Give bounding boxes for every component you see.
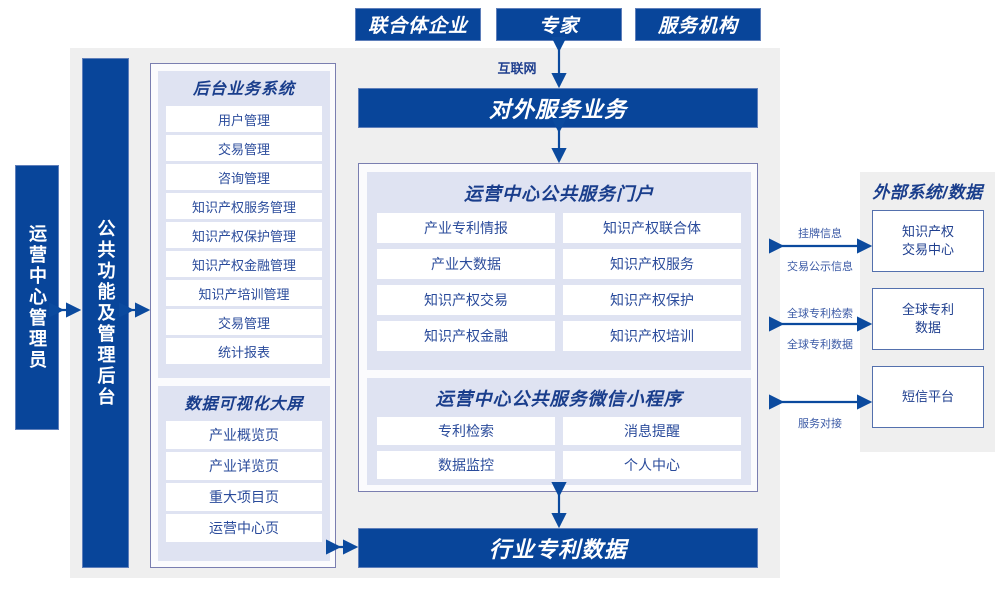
- external-service-label: 对外服务业务: [488, 97, 627, 122]
- list-item[interactable]: 交易管理: [166, 135, 322, 161]
- list-item[interactable]: 产业详览页: [166, 452, 322, 480]
- internet-edge-label: 互联网: [497, 61, 537, 76]
- external-system-label: 全球专利 数据: [902, 301, 954, 336]
- actor-box-service-agency[interactable]: 服务机构: [635, 8, 761, 41]
- grid-item[interactable]: 知识产权保护: [563, 285, 741, 315]
- grid-item[interactable]: 数据监控: [377, 451, 555, 479]
- grid-item[interactable]: 知识产权金融: [377, 321, 555, 351]
- edge-label-trade-public-info: 交易公示信息: [787, 261, 853, 273]
- visualization-panel-title: 数据可视化大屏: [184, 396, 304, 413]
- grid-item[interactable]: 专利检索: [377, 417, 555, 445]
- list-item[interactable]: 产业概览页: [166, 421, 322, 449]
- center-group-frame: 运营中心公共服务门户 产业专利情报知识产权联合体产业大数据知识产权服务知识产权交…: [358, 163, 758, 492]
- bottom-bar-label: 行业专利数据: [488, 537, 627, 562]
- label-line-1: 知识产权: [901, 224, 954, 240]
- grid-item[interactable]: 消息提醒: [563, 417, 741, 445]
- actor-label: 联合体企业: [367, 16, 468, 37]
- external-service-bar[interactable]: 对外服务业务: [358, 88, 758, 128]
- backend-panel-title: 后台业务系统: [192, 81, 295, 98]
- actor-box-expert[interactable]: 专家: [496, 8, 622, 41]
- wechat-miniprogram-panel: 运营中心公共服务微信小程序 专利检索消息提醒数据监控个人中心: [367, 378, 751, 485]
- list-item[interactable]: 运营中心页: [166, 514, 322, 542]
- grid-item[interactable]: 知识产权培训: [563, 321, 741, 351]
- actor-label: 专家: [538, 16, 579, 37]
- list-item[interactable]: 统计报表: [166, 338, 322, 364]
- data-visualization-panel: 数据可视化大屏 产业概览页产业详览页重大项目页运营中心页: [158, 386, 330, 561]
- list-item[interactable]: 用户管理: [166, 106, 322, 132]
- edge-label-listing-info: 挂牌信息: [798, 228, 842, 240]
- grid-item[interactable]: 个人中心: [563, 451, 741, 479]
- list-item[interactable]: 咨询管理: [166, 164, 322, 190]
- miniprogram-panel-title: 运营中心公共服务微信小程序: [435, 389, 683, 409]
- label-line-2: 数据: [914, 320, 941, 335]
- external-system-global-patent-data[interactable]: 全球专利 数据: [872, 288, 984, 350]
- role-bar-common-function-backend[interactable]: 公共功能及管理后台: [82, 58, 129, 568]
- actor-box-alliance-enterprise[interactable]: 联合体企业: [355, 8, 481, 41]
- external-system-ip-trading-center[interactable]: 知识产权 交易中心: [872, 210, 984, 272]
- label-line-1: 全球专利: [901, 302, 954, 318]
- external-system-label: 知识产权 交易中心: [902, 223, 954, 258]
- grid-item[interactable]: 产业专利情报: [377, 213, 555, 243]
- grid-item[interactable]: 知识产权服务: [563, 249, 741, 279]
- backend-business-system-panel: 后台业务系统 用户管理交易管理咨询管理知识产权服务管理知识产权保护管理知识产权金…: [158, 71, 330, 378]
- actor-label: 服务机构: [657, 16, 738, 37]
- list-item[interactable]: 知识产权服务管理: [166, 193, 322, 219]
- grid-item[interactable]: 知识产权交易: [377, 285, 555, 315]
- list-item[interactable]: 交易管理: [166, 309, 322, 335]
- external-system-label: 短信平台: [901, 389, 954, 405]
- role-label: 公共功能及管理后台: [95, 218, 116, 408]
- grid-item[interactable]: 知识产权联合体: [563, 213, 741, 243]
- backend-item-list: 用户管理交易管理咨询管理知识产权服务管理知识产权保护管理知识产权金融管理知识产培…: [166, 106, 322, 364]
- edge-label-service-docking: 服务对接: [798, 418, 842, 430]
- backend-group-frame: 后台业务系统 用户管理交易管理咨询管理知识产权服务管理知识产权保护管理知识产权金…: [150, 63, 336, 568]
- visualization-item-list: 产业概览页产业详览页重大项目页运营中心页: [166, 421, 322, 542]
- list-item[interactable]: 知识产权保护管理: [166, 222, 322, 248]
- role-label: 运营中心管理员: [27, 224, 47, 371]
- edge-label-global-patent-data: 全球专利数据: [787, 339, 853, 351]
- list-item[interactable]: 知识产权金融管理: [166, 251, 322, 277]
- external-system-sms-platform[interactable]: 短信平台: [872, 366, 984, 428]
- list-item[interactable]: 重大项目页: [166, 483, 322, 511]
- industry-patent-data-bar[interactable]: 行业专利数据: [358, 528, 758, 568]
- label-line-2: 交易中心: [901, 242, 954, 257]
- external-panel-title: 外部系统/数据: [872, 183, 983, 202]
- portal-panel-title: 运营中心公共服务门户: [464, 184, 654, 204]
- edge-label-global-patent-search: 全球专利检索: [787, 308, 853, 320]
- list-item[interactable]: 知识产培训管理: [166, 280, 322, 306]
- public-service-portal-panel: 运营中心公共服务门户 产业专利情报知识产权联合体产业大数据知识产权服务知识产权交…: [367, 172, 751, 370]
- role-bar-operation-center-admin[interactable]: 运营中心管理员: [15, 165, 59, 430]
- grid-item[interactable]: 产业大数据: [377, 249, 555, 279]
- miniprogram-item-grid: 专利检索消息提醒数据监控个人中心: [377, 417, 741, 479]
- portal-item-grid: 产业专利情报知识产权联合体产业大数据知识产权服务知识产权交易知识产权保护知识产权…: [377, 213, 741, 351]
